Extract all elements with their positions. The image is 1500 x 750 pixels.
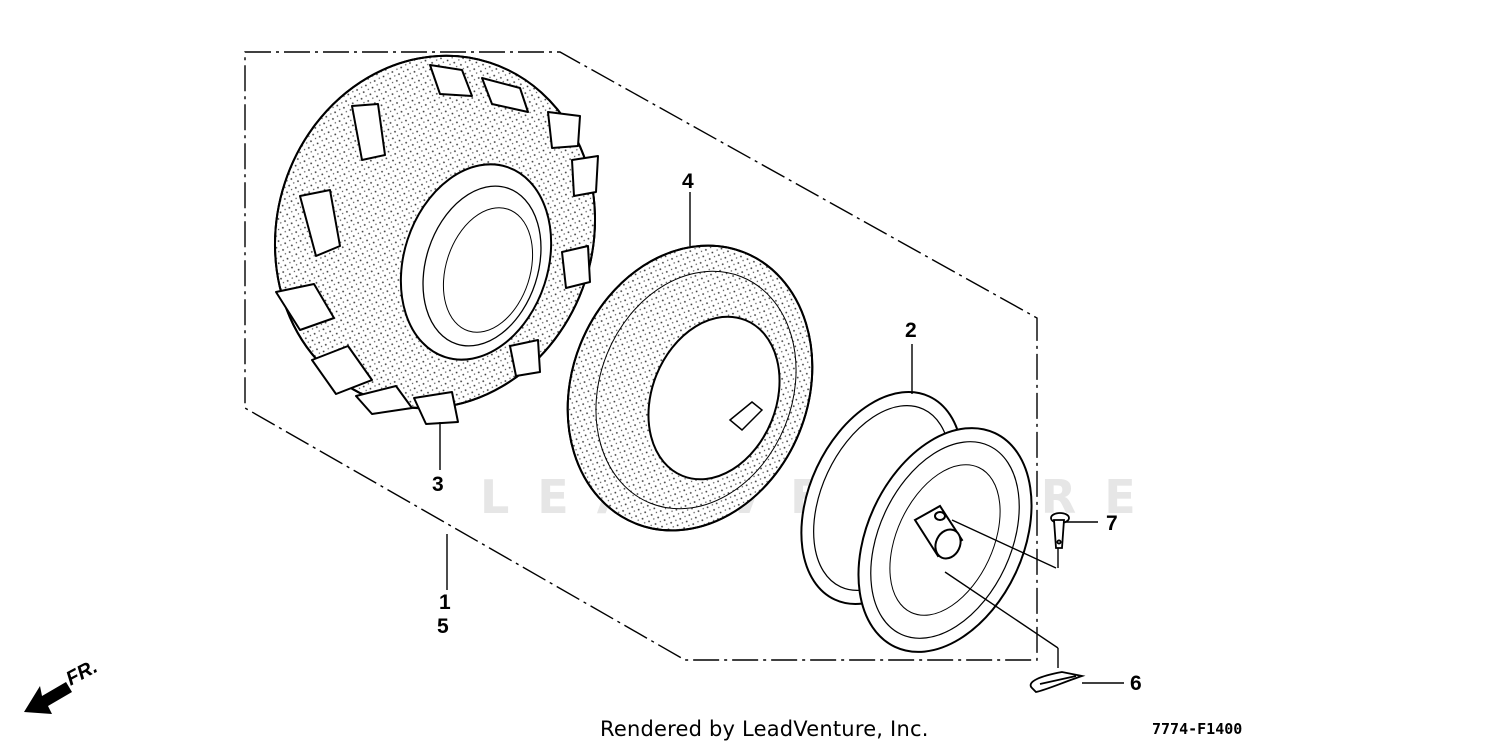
callout-pin: 7 xyxy=(1106,512,1118,535)
front-direction-arrow xyxy=(24,682,72,714)
tube-drawing xyxy=(566,244,814,532)
clip-drawing xyxy=(1029,671,1086,693)
callout-assembly-1: 1 xyxy=(439,591,451,614)
diagram-code: 7774-F1400 xyxy=(1152,720,1243,738)
footer-credit: Rendered by LeadVenture, Inc. xyxy=(600,717,929,741)
callout-assembly-5: 5 xyxy=(437,615,449,638)
assembly-frame xyxy=(244,51,1038,661)
pin-drawing xyxy=(1050,512,1070,549)
callout-tire: 3 xyxy=(432,473,444,496)
callout-rim: 2 xyxy=(905,319,917,342)
callout-tube: 4 xyxy=(682,170,694,193)
tire-drawing xyxy=(273,54,599,425)
leader-lines xyxy=(439,192,1124,684)
callout-clip: 6 xyxy=(1130,672,1142,695)
rim-drawing xyxy=(800,391,1033,653)
